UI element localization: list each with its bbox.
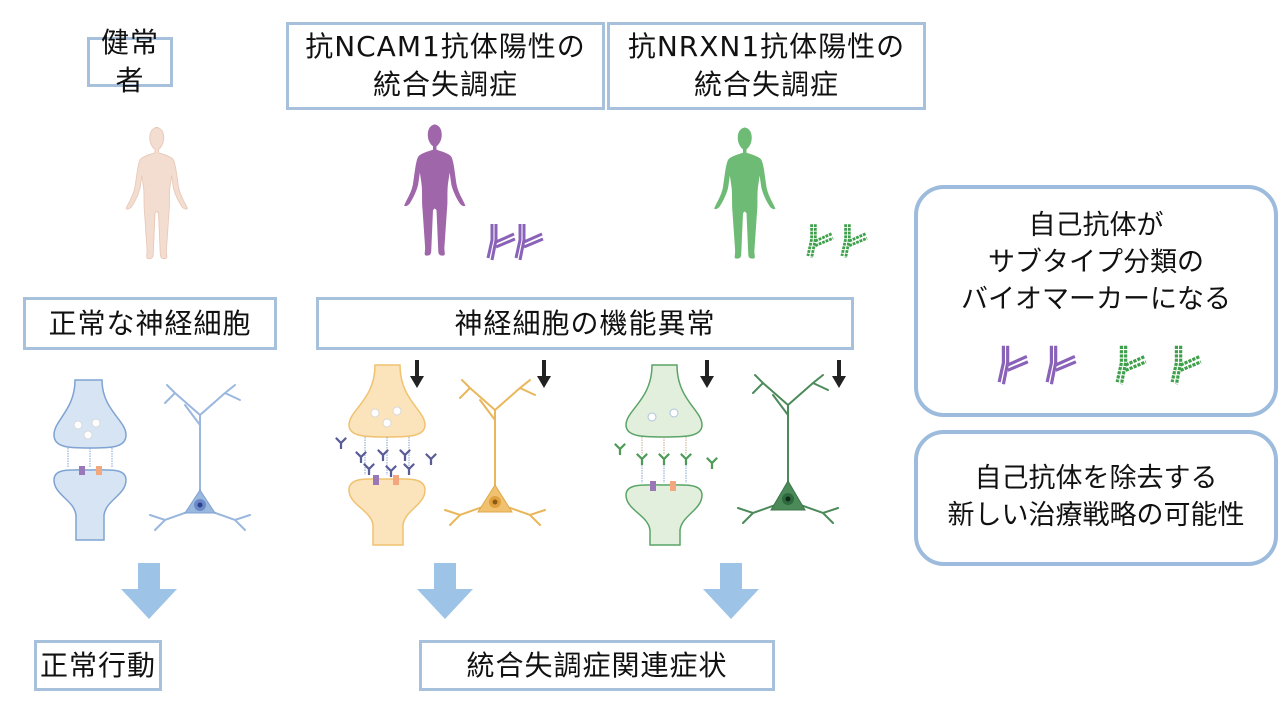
flow-arrow-nrxn1-icon — [703, 563, 759, 619]
neuron-ncam1-illustration — [444, 379, 546, 526]
healthy-title: 健常者 — [100, 26, 159, 97]
biomarker-line3: バイオマーカーになる — [961, 284, 1231, 315]
down-arrow-small-icon — [410, 360, 424, 388]
therapy-line1: 自己抗体を除去する — [974, 463, 1218, 494]
normal-neuron-box: 正常な神経細胞 — [23, 297, 277, 350]
normal-behavior-label: 正常行動 — [39, 648, 156, 682]
schizophrenia-symptoms-label: 統合失調症関連症状 — [466, 648, 728, 682]
ncam1-title-box: 抗NCAM1抗体陽性の 統合失調症 — [286, 22, 605, 110]
antibody-green-icon — [1170, 343, 1202, 387]
synapse-nrxn1-illustration — [614, 364, 718, 546]
nrxn1-title-line1: 抗NRXN1抗体陽性の — [627, 30, 906, 63]
nrxn1-title-line2: 統合失調症 — [693, 68, 839, 101]
normal-behavior-box: 正常行動 — [34, 640, 162, 691]
antibody-purple-icon — [486, 222, 516, 262]
synapse-normal-illustration — [53, 379, 127, 541]
biomarker-line1: 自己抗体が — [1028, 210, 1164, 241]
healthy-title-box: 健常者 — [87, 26, 173, 97]
human-figure-green-icon — [708, 120, 778, 280]
biomarker-line2: サブタイプ分類の — [988, 247, 1204, 278]
schizophrenia-symptoms-box: 統合失調症関連症状 — [419, 640, 775, 691]
neuron-dysfunction-label: 神経細胞の機能異常 — [454, 306, 716, 340]
antibody-green-icon — [1115, 343, 1147, 387]
human-figure-purple-icon — [398, 116, 468, 278]
antibody-purple-icon — [997, 343, 1029, 387]
down-arrow-small-icon — [832, 360, 846, 388]
therapy-conclusion-box: 自己抗体を除去する 新しい治療戦略の可能性 — [914, 430, 1278, 566]
antibody-green-icon — [840, 222, 868, 260]
antibody-purple-icon — [1045, 343, 1077, 387]
flow-arrow-healthy-icon — [121, 563, 177, 619]
down-arrow-small-icon — [700, 360, 714, 388]
flow-arrow-ncam1-icon — [417, 563, 473, 619]
nrxn1-title-box: 抗NRXN1抗体陽性の 統合失調症 — [607, 22, 926, 110]
antibody-purple-icon — [514, 222, 544, 262]
ncam1-title-line2: 統合失調症 — [372, 68, 518, 101]
antibody-green-icon — [806, 222, 834, 260]
neuron-normal-illustration — [149, 384, 251, 531]
therapy-line2: 新しい治療戦略の可能性 — [947, 500, 1245, 531]
normal-neuron-label: 正常な神経細胞 — [48, 306, 252, 340]
neuron-nrxn1-illustration — [737, 374, 839, 524]
down-arrow-small-icon — [537, 360, 551, 388]
neuron-dysfunction-box: 神経細胞の機能異常 — [316, 297, 854, 350]
ncam1-title-line1: 抗NCAM1抗体陽性の — [305, 30, 586, 63]
human-figure-healthy-icon — [120, 120, 190, 280]
synapse-ncam1-illustration — [335, 364, 437, 546]
biomarker-conclusion-box: 自己抗体が サブタイプ分類の バイオマーカーになる — [914, 185, 1278, 417]
